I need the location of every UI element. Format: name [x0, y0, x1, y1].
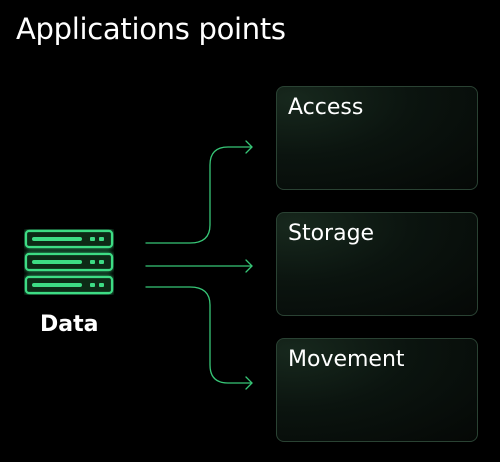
target-label: Storage — [288, 221, 375, 246]
target-card-movement: Movement — [276, 338, 478, 442]
page-title: Applications points — [16, 12, 286, 46]
target-card-storage: Storage — [276, 212, 478, 316]
arrow-to-movement — [145, 286, 253, 384]
target-label: Movement — [288, 347, 405, 372]
arrowhead-movement — [245, 376, 253, 390]
arrowhead-storage — [245, 259, 253, 273]
source-label: Data — [40, 312, 99, 337]
server-rack-icon — [24, 229, 114, 295]
arrowhead-access — [245, 140, 253, 154]
arrow-to-access — [145, 146, 253, 244]
target-card-access: Access — [276, 86, 478, 190]
target-label: Access — [288, 95, 364, 120]
